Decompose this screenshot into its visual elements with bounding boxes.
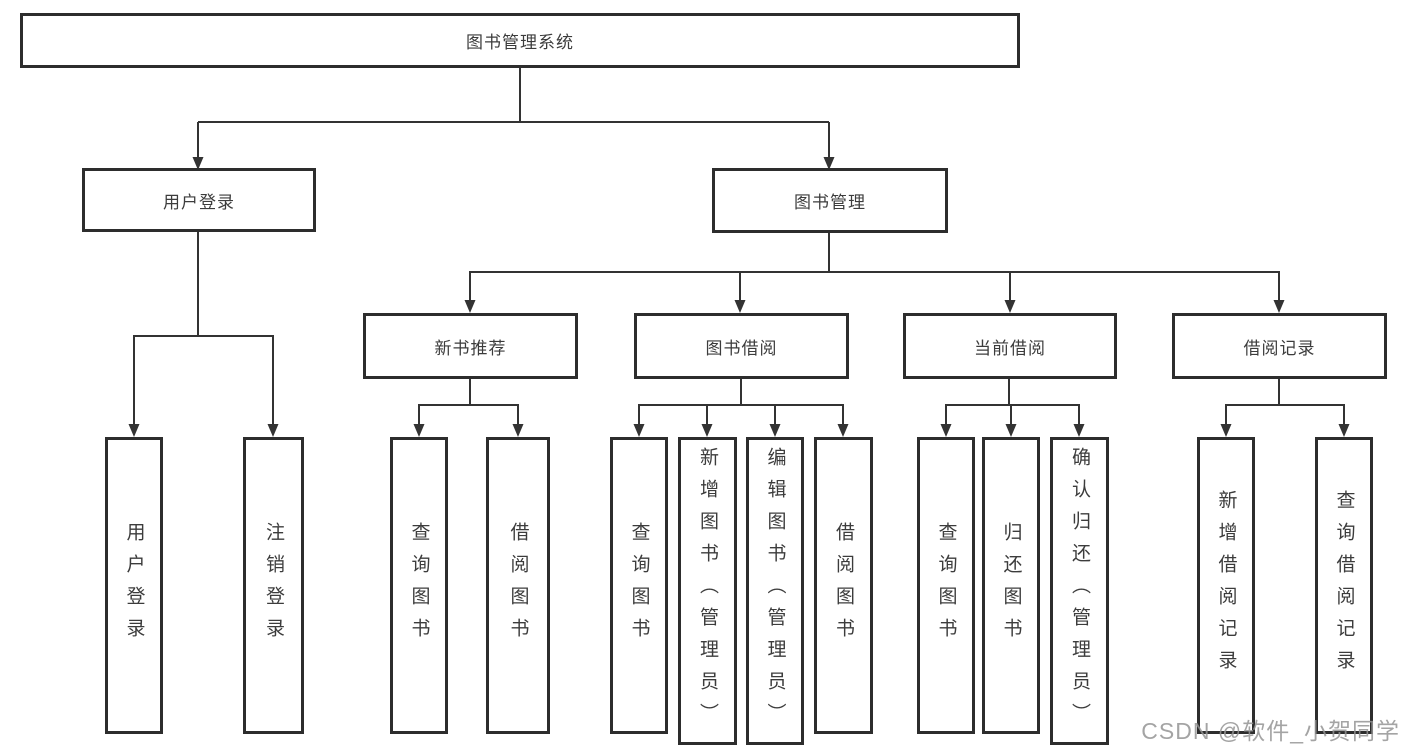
node-book-management: 图书管理 bbox=[712, 168, 948, 233]
node-book-borrowing: 图书借阅 bbox=[634, 313, 849, 379]
leaf-user-login: 用户登录 bbox=[105, 437, 163, 734]
leaf-query-borrow-record: 查询借阅记录 bbox=[1315, 437, 1373, 734]
leaf-add-books-admin: 新增图书（管理员） bbox=[678, 437, 737, 745]
leaf-borrow-books: 借阅图书 bbox=[486, 437, 550, 734]
leaf-logout: 注销登录 bbox=[243, 437, 304, 734]
leaf-query-books: 查询图书 bbox=[917, 437, 975, 734]
leaf-borrow-books: 借阅图书 bbox=[814, 437, 873, 734]
leaf-add-borrow-record: 新增借阅记录 bbox=[1197, 437, 1255, 734]
node-current-borrowing: 当前借阅 bbox=[903, 313, 1117, 379]
leaf-confirm-return-admin: 确认归还（管理员） bbox=[1050, 437, 1109, 745]
node-borrowing-records: 借阅记录 bbox=[1172, 313, 1387, 379]
node-library-management-system: 图书管理系统 bbox=[20, 13, 1020, 68]
leaf-edit-books-admin: 编辑图书（管理员） bbox=[746, 437, 804, 745]
node-new-book-recommendation: 新书推荐 bbox=[363, 313, 578, 379]
csdn-watermark: CSDN @软件_小贺同学 bbox=[1141, 718, 1400, 744]
leaf-query-books: 查询图书 bbox=[390, 437, 448, 734]
node-user-login: 用户登录 bbox=[82, 168, 316, 232]
leaf-return-books: 归还图书 bbox=[982, 437, 1040, 734]
leaf-query-books: 查询图书 bbox=[610, 437, 668, 734]
